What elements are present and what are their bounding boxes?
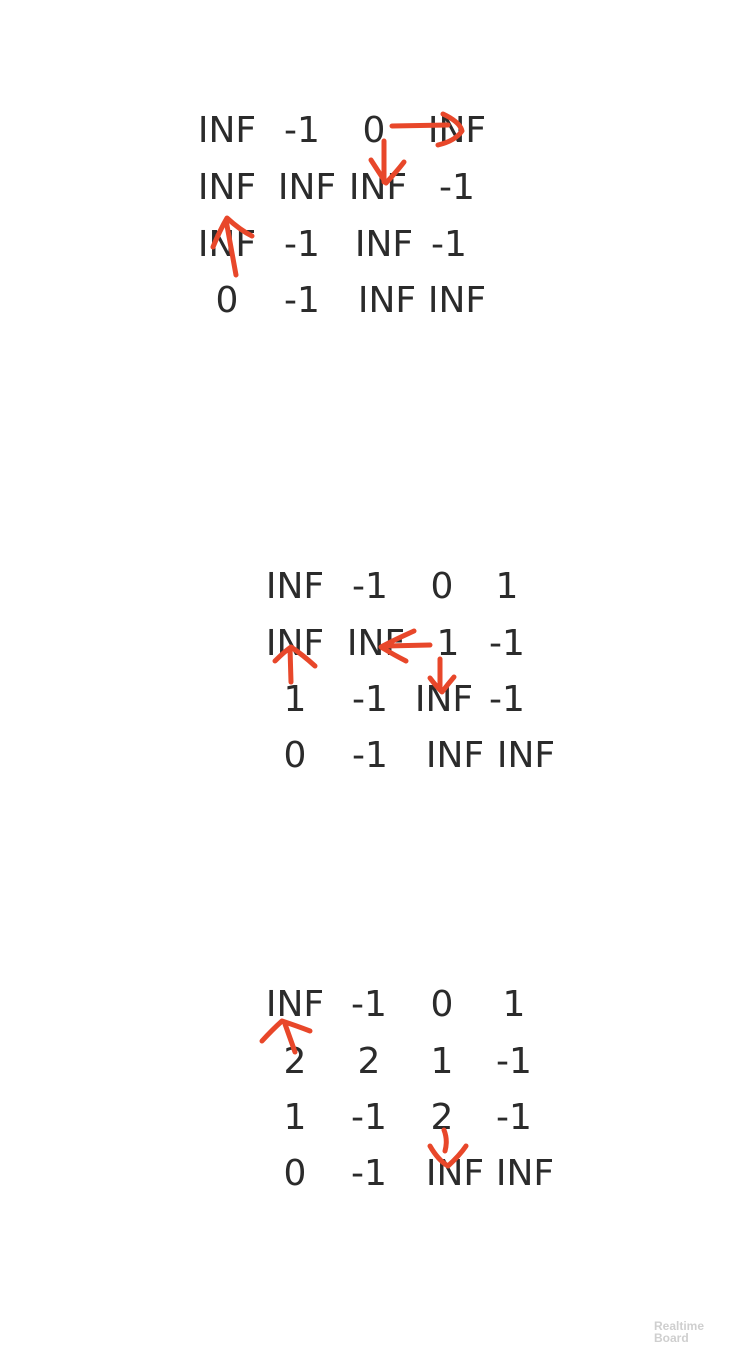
grid-1-cell-r3-c3: INF (354, 224, 414, 265)
grid-3-cell-r2-c3: 1 (430, 1041, 454, 1082)
grid-1-cell-r4-c3: INF (357, 280, 417, 321)
grid-2-cell-r3-c4: -1 (489, 679, 525, 720)
grid-3-cell-r3-c3: 2 (430, 1097, 454, 1138)
grid-1-cell-r3-c2: -1 (284, 224, 320, 265)
grid-2-cell-r1-c4: 1 (495, 566, 519, 607)
grid-1-cell-r4-c2: -1 (284, 280, 320, 321)
grid-3-cell-r2-c2: 2 (357, 1041, 381, 1082)
grid-3-cell-r2-c4: -1 (496, 1041, 532, 1082)
grid-3-cell-r1-c4: 1 (502, 984, 526, 1025)
grid-1-cell-r2-c1: INF (197, 167, 257, 208)
grid-2-cell-r3-c1: 1 (283, 679, 307, 720)
grid-2-cell-r3-c3: INF (414, 679, 474, 720)
grid-1-cell-r3-c4: -1 (431, 224, 467, 265)
grid-2-cell-r1-c2: -1 (352, 566, 388, 607)
grid-2-cell-r1-c1: INF (265, 566, 325, 607)
grid-2-cell-r1-c3: 0 (430, 566, 454, 607)
grid-3-cell-r3-c2: -1 (351, 1097, 387, 1138)
grid-2-cell-r4-c4: INF (496, 735, 556, 776)
grid-1-cell-r2-c4: -1 (439, 167, 475, 208)
grid-2-cell-r2-c4: -1 (489, 623, 525, 664)
grid-2-cell-r2-c3: 1 (436, 623, 460, 664)
grid-2-cell-r2-c1: INF (265, 623, 325, 664)
grid-1-cell-r2-c2: INF (277, 167, 337, 208)
grid-2-cell-r4-c3: INF (425, 735, 485, 776)
grid-3-cell-r4-c3: INF (425, 1153, 485, 1194)
grid-1-cell-r1-c4: INF (427, 110, 487, 151)
grid-2-cell-r4-c2: -1 (352, 735, 388, 776)
grid-3-cell-r2-c1: 2 (283, 1041, 307, 1082)
grid-1-cell-r1-c1: INF (197, 110, 257, 151)
grid-3-cell-r1-c3: 0 (430, 984, 454, 1025)
grid-1-cell-r4-c1: 0 (215, 280, 239, 321)
grid-3-cell-r4-c4: INF (495, 1153, 555, 1194)
grid-3-cell-r1-c1: INF (265, 984, 325, 1025)
grid-1-cell-r1-c2: -1 (284, 110, 320, 151)
grid-1-cell-r3-c1: INF (197, 224, 257, 265)
grid-3-cell-r3-c4: -1 (496, 1097, 532, 1138)
grid-3-cell-r4-c1: 0 (283, 1153, 307, 1194)
grid-2-cell-r4-c1: 0 (283, 735, 307, 776)
grid-3-cell-r1-c2: -1 (351, 984, 387, 1025)
grid-1-cell-r2-c3: INF (348, 167, 408, 208)
watermark-logo: Realtime Board (654, 1319, 705, 1345)
grid-1-cell-r4-c4: INF (427, 280, 487, 321)
grid-2-cell-r3-c2: -1 (352, 679, 388, 720)
grid-2-cell-r2-c2: INF (346, 623, 406, 664)
grid-1-cell-r1-c3: 0 (362, 110, 386, 151)
grid-3-cell-r4-c2: -1 (351, 1153, 387, 1194)
grid-3-cell-r3-c1: 1 (283, 1097, 307, 1138)
